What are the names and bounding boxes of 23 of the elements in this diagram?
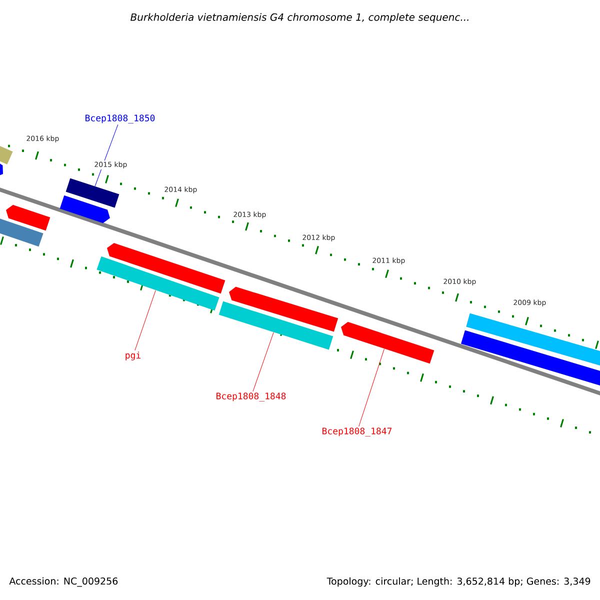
gene-label: pgi: [126, 352, 140, 360]
gene-block: [107, 243, 226, 294]
leader-line: [252, 332, 274, 392]
gene-block: [341, 322, 434, 364]
gene-block: [0, 217, 44, 247]
gene-block: [0, 144, 13, 164]
gene-block: [218, 301, 334, 350]
gene-label: Bcep1808_1848: [216, 392, 286, 402]
footer-text: Topology: circular; Length: 3,652,814 bp; Genes: 3,349: [326, 577, 590, 587]
title: Burkholderia vietnamiensis G4 chromosome 1, complete sequenc...: [130, 13, 468, 23]
leader-line: [358, 348, 385, 427]
gene-block: [0, 162, 3, 178]
gene-block: [96, 256, 220, 311]
gene-block: [60, 195, 110, 224]
gene-label: Bcep1808_1847: [322, 428, 392, 436]
gene-block: [461, 330, 600, 387]
leader-line: [134, 290, 156, 351]
gene-block: [229, 286, 338, 332]
gene-label: Bcep1808_1850: [86, 114, 155, 124]
footer-text: Accession: NC_009256: [9, 577, 118, 587]
gene-block: [66, 178, 120, 208]
gene-block: [466, 313, 600, 367]
gene-block: [6, 204, 50, 231]
